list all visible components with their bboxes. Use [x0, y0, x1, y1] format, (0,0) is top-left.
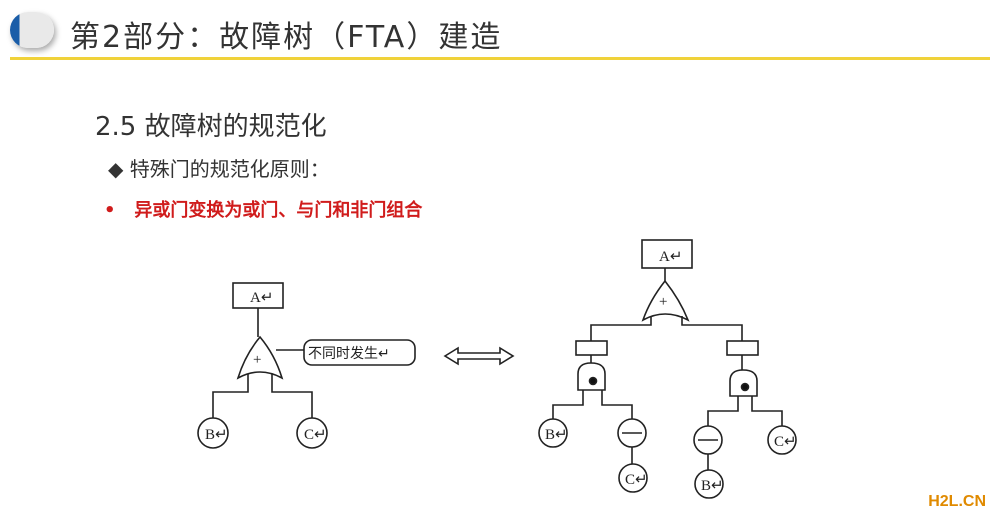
- section-title: 2.5 故障树的规范化: [95, 112, 327, 142]
- page-title: 第2部分：故障树（FTA）建造: [70, 20, 503, 55]
- top-event-label: A↵: [250, 290, 273, 306]
- svg-text:A↵: A↵: [659, 249, 682, 265]
- diamond-bullet-icon: ◆: [108, 157, 124, 181]
- event-c-circle: [296, 417, 328, 449]
- svg-text:B↵: B↵: [205, 427, 228, 443]
- xor-tree: A↵ + 不同时发生↵ B↵ C↵: [197, 282, 416, 449]
- double-arrow-icon: [443, 346, 515, 366]
- equivalent-tree: A↵ + B↵ C↵ B↵ C↵: [538, 239, 797, 499]
- top-event-box: [641, 239, 693, 269]
- svg-text:不同时发生↵: 不同时发生↵: [308, 346, 390, 362]
- header-divider: [10, 57, 990, 60]
- svg-text:B↵: B↵: [701, 478, 724, 494]
- event-b-circle: [197, 417, 229, 449]
- svg-text:C↵: C↵: [304, 427, 327, 443]
- or-gate-icon: [641, 279, 690, 322]
- bullet-xor-transform: • 异或门变换为或门、与门和非门组合: [104, 200, 423, 221]
- svg-text:C↵: C↵: [625, 472, 648, 488]
- svg-text:B↵: B↵: [545, 427, 568, 443]
- condition-bubble: [303, 339, 416, 366]
- svg-text:C↵: C↵: [774, 434, 797, 450]
- svg-text:+: +: [253, 352, 261, 368]
- bullet-principle: ◆ 特殊门的规范化原则：: [108, 157, 330, 181]
- watermark: H2L.CN: [928, 493, 986, 510]
- dot-bullet-icon: •: [104, 200, 116, 221]
- back-chevron-icon: [10, 12, 54, 48]
- and-gate-icon: [577, 362, 606, 391]
- xor-gate-icon: [236, 335, 284, 380]
- and-gate-icon: [729, 369, 758, 397]
- svg-text:+: +: [659, 294, 667, 310]
